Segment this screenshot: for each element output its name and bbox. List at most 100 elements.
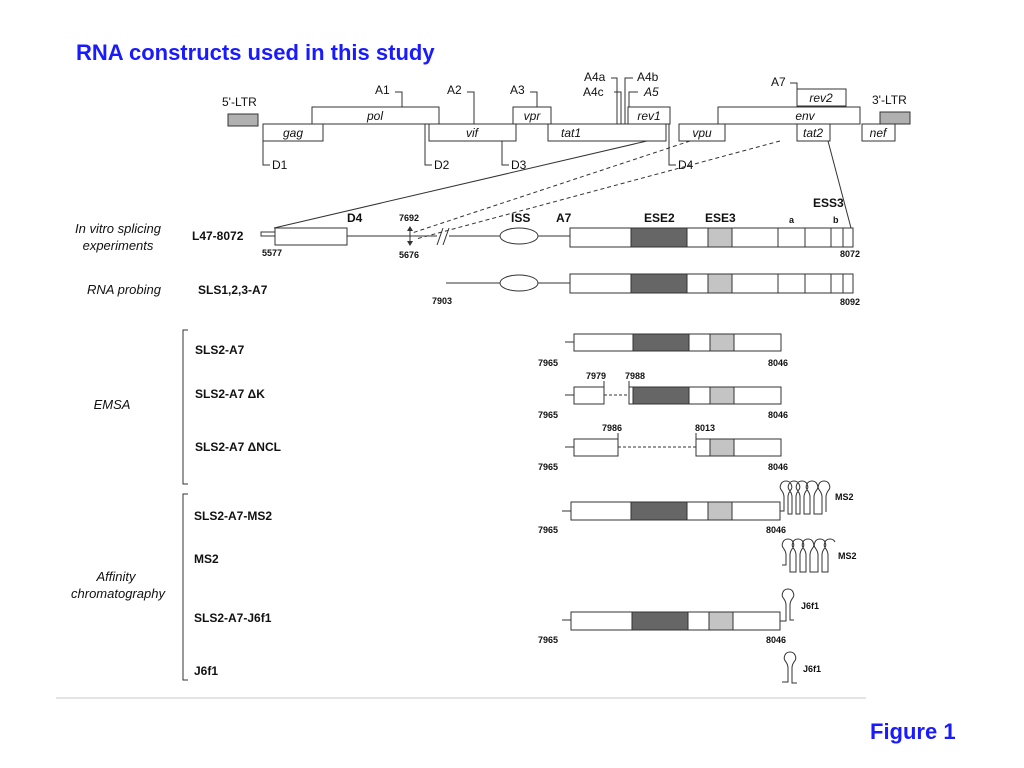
- sls123-iss-oval: [499, 274, 539, 292]
- l47-ese2: ESE2: [644, 211, 675, 225]
- acceptor-a7: A7: [771, 75, 786, 89]
- affinity-3-j6f1-hairpin: [782, 651, 797, 684]
- emsa-1-exon-left: [573, 386, 605, 405]
- emsa-2-start: 7965: [538, 462, 558, 472]
- l47-break-1: [436, 227, 444, 246]
- affinity-j6f1: J6f1 J6f1: [194, 651, 821, 684]
- affinity-1-name: MS2: [194, 552, 219, 566]
- gene-vif: [428, 123, 517, 142]
- gene-tat2-label: tat2: [803, 126, 823, 140]
- emsa-sls2-a7-dncl: SLS2-A7 ΔNCL 7986 8013 7965 8046: [195, 423, 788, 472]
- l47-d4: D4: [347, 211, 363, 225]
- zoom-line-right: [827, 140, 852, 229]
- affinity-0-ms2-hairpins: [779, 480, 831, 515]
- gene-tat1-label: tat1: [561, 126, 581, 140]
- gene-pol-label: pol: [366, 109, 383, 123]
- affinity-2-name: SLS2-A7-J6f1: [194, 611, 272, 625]
- construct-sls123: SLS1,2,3-A7 7903 8092: [198, 273, 860, 307]
- l47-pos-7692: 7692: [399, 213, 419, 223]
- gene-gag: [262, 123, 324, 142]
- acceptor-a7-tick: [790, 82, 798, 107]
- emsa-1-ese2: [632, 386, 690, 405]
- acceptor-a3-tick: [530, 91, 538, 107]
- ltr5-label: 5'-LTR: [222, 95, 257, 109]
- acceptor-a2-tick: [467, 91, 475, 124]
- donor-d2-tick: [424, 124, 432, 166]
- affinity-2-start: 7965: [538, 635, 558, 645]
- emsa-2-name: SLS2-A7 ΔNCL: [195, 440, 281, 454]
- affinity-2-j6f1-hairpin: [780, 588, 795, 622]
- acceptor-a1: A1: [375, 83, 390, 97]
- figure-label: Figure 1: [870, 719, 956, 744]
- l47-exon-left: [274, 227, 348, 246]
- gene-env: [717, 106, 861, 125]
- acceptor-a5: A5: [643, 85, 659, 99]
- emsa-1-start: 7965: [538, 410, 558, 420]
- zoom-line-left: [273, 140, 648, 229]
- gene-rev1-label: rev1: [637, 109, 660, 123]
- affinity-2-end: 8046: [766, 635, 786, 645]
- gene-pol: [311, 106, 440, 125]
- affinity-1-tag: MS2: [838, 551, 857, 561]
- gene-nef: [861, 123, 896, 142]
- l47-iss: ISS: [511, 211, 530, 225]
- affinity-2-tag: J6f1: [801, 601, 819, 611]
- ltr3-box: [879, 111, 911, 125]
- emsa-0-ese2: [632, 333, 690, 352]
- sls123-pos-end: 8092: [840, 297, 860, 307]
- l47-pos-8072: 8072: [840, 249, 860, 259]
- category-affinity-line2: chromatography: [71, 586, 166, 601]
- donor-d4-tick: [668, 124, 676, 166]
- gene-tat1: [547, 123, 667, 142]
- gene-vpu-label: vpu: [692, 126, 712, 140]
- emsa-1-end: 8046: [768, 410, 788, 420]
- acceptor-a5-tick: [628, 91, 638, 107]
- emsa-0-ese3: [709, 333, 735, 352]
- gene-vpr: [512, 106, 552, 125]
- l47-ess3: ESS3: [813, 196, 844, 210]
- category-in-vitro-line1: In vitro splicing: [75, 221, 162, 236]
- l47-name: L47-8072: [192, 229, 244, 243]
- l47-ese3-block: [707, 227, 733, 248]
- ltr5-box: [227, 113, 259, 127]
- acceptor-a1-tick: [395, 91, 403, 107]
- donor-d3: D3: [511, 158, 527, 172]
- sls123-pos-start: 7903: [432, 296, 452, 306]
- acceptor-a4c-tick: [614, 91, 622, 124]
- emsa-2-end: 8046: [768, 462, 788, 472]
- acceptor-a3: A3: [510, 83, 525, 97]
- gene-vpu: [678, 123, 726, 142]
- emsa-2-exon-left: [573, 438, 619, 457]
- affinity-0-name: SLS2-A7-MS2: [194, 509, 272, 523]
- emsa-1-ese3: [709, 386, 735, 405]
- gene-nef-label: nef: [870, 126, 888, 140]
- l47-iss-oval: [499, 227, 539, 245]
- category-emsa: EMSA: [94, 397, 131, 412]
- gene-tat2: [796, 123, 831, 142]
- donor-d1: D1: [272, 158, 288, 172]
- acceptor-a2: A2: [447, 83, 462, 97]
- affinity-3-name: J6f1: [194, 664, 218, 678]
- acceptor-a4b-tick: [624, 77, 633, 124]
- genome-map: 5'-LTR 3'-LTR pol vpr rev1 env rev2 gag …: [222, 70, 911, 240]
- donor-d4: D4: [678, 158, 694, 172]
- l47-ese3: ESE3: [705, 211, 736, 225]
- emsa-sls2-a7-dk: SLS2-A7 ΔK 7979 7988 7965 8046: [195, 371, 788, 420]
- affinity-ms2: MS2 MS2: [194, 538, 857, 573]
- sls123-ese2-block: [630, 273, 688, 294]
- sls123-ese3-block: [707, 273, 733, 294]
- l47-stub: [260, 231, 276, 237]
- donor-d1-tick: [262, 141, 270, 166]
- acceptor-a4a-tick: [611, 77, 618, 124]
- figure-title: RNA constructs used in this study: [76, 40, 435, 65]
- emsa-bracket: [182, 329, 188, 485]
- affinity-0-ese3: [707, 501, 733, 521]
- emsa-1-name: SLS2-A7 ΔK: [195, 387, 265, 401]
- emsa-0-start: 7965: [538, 358, 558, 368]
- donor-d3-tick: [501, 141, 509, 166]
- emsa-1-del-end: 7988: [625, 371, 645, 381]
- category-in-vitro-line2: experiments: [83, 238, 154, 253]
- gene-vif-label: vif: [466, 126, 480, 140]
- l47-site-a: a: [789, 215, 795, 225]
